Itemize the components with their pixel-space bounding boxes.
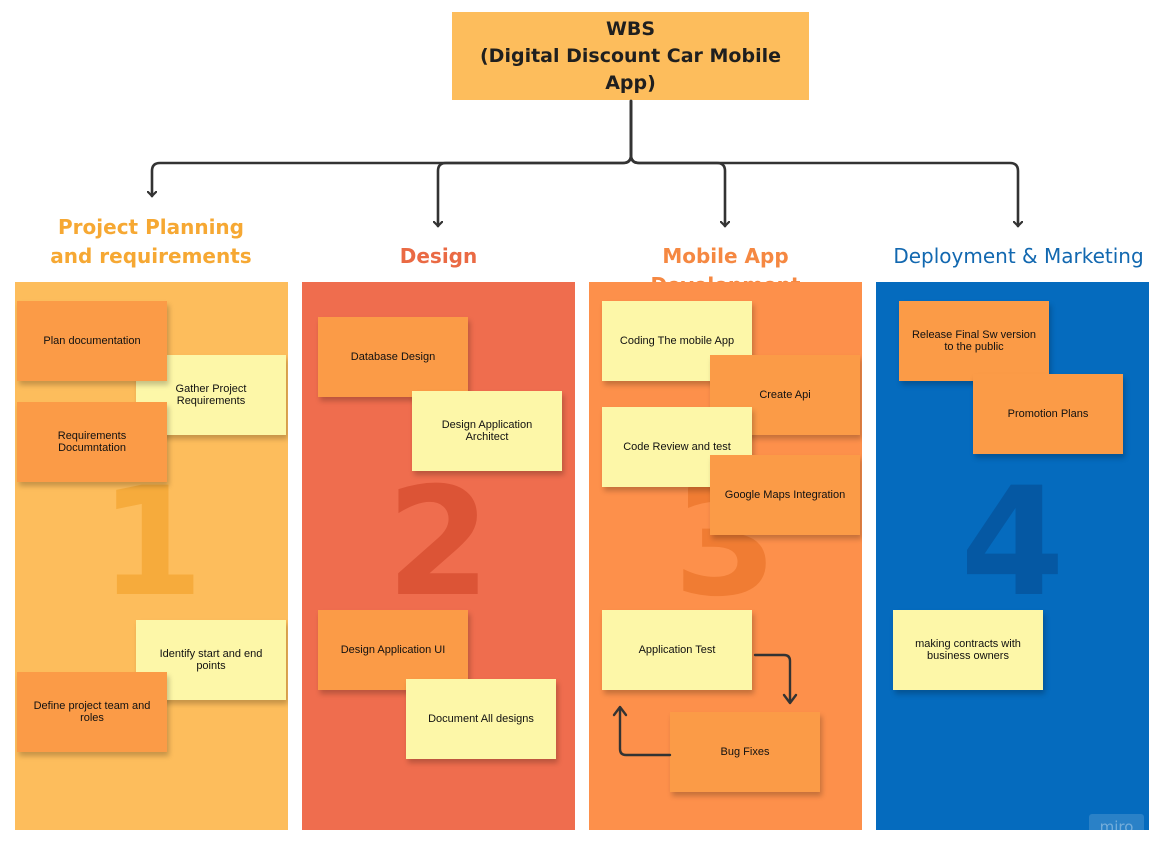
sticky-note-design-architecture[interactable]: Design Application Architect — [412, 391, 562, 471]
sticky-note-application-test[interactable]: Application Test — [602, 610, 752, 690]
sticky-note-contracts[interactable]: making contracts with business owners — [893, 610, 1043, 690]
root-title: WBS — [605, 17, 656, 40]
column-title-deployment: Deployment & Marketing — [893, 244, 1144, 268]
connector-to-column-3 — [629, 99, 725, 226]
connector-to-column-4 — [629, 99, 1018, 226]
connector-to-column-2 — [438, 99, 633, 226]
column-title-planning: Project Planning and requirements — [50, 215, 252, 268]
sticky-note-promotion-plans[interactable]: Promotion Plans — [973, 374, 1123, 454]
column-development[interactable]: 3 Coding The mobile App Create Api Code … — [589, 282, 862, 830]
sticky-note-release-final[interactable]: Release Final Sw version to the public — [899, 301, 1049, 381]
miro-watermark: miro — [1089, 814, 1144, 840]
sticky-note-requirements-documentation[interactable]: Requirements Documntation — [17, 402, 167, 482]
column-title-design: Design — [399, 244, 478, 268]
sticky-note-bug-fixes[interactable]: Bug Fixes — [670, 712, 820, 792]
column-design[interactable]: 2 Database Design Design Application Arc… — [302, 282, 575, 830]
sticky-note-define-team[interactable]: Define project team and roles — [17, 672, 167, 752]
column-planning[interactable]: 1 Gather Project Requirements Plan docum… — [15, 282, 288, 830]
sticky-note-document-designs[interactable]: Document All designs — [406, 679, 556, 759]
sticky-note-design-ui[interactable]: Design Application UI — [318, 610, 468, 690]
root-subtitle: (Digital Discount Car Mobile App) — [480, 44, 781, 94]
column-deployment[interactable]: 4 Release Final Sw version to the public… — [876, 282, 1149, 830]
test-fix-loop-arrows — [612, 653, 798, 757]
column-number-2: 2 — [386, 456, 491, 630]
column-number-1: 1 — [99, 456, 204, 630]
wbs-root-node[interactable]: WBS (Digital Discount Car Mobile App) — [452, 12, 809, 100]
column-number-4: 4 — [960, 456, 1065, 630]
connector-to-column-1 — [152, 99, 633, 196]
sticky-note-plan-documentation[interactable]: Plan documentation — [17, 301, 167, 381]
sticky-note-database-design[interactable]: Database Design — [318, 317, 468, 397]
sticky-note-maps-integration[interactable]: Google Maps Integration — [710, 455, 860, 535]
sticky-note-identify-start-end[interactable]: Identify start and end points — [136, 620, 286, 700]
